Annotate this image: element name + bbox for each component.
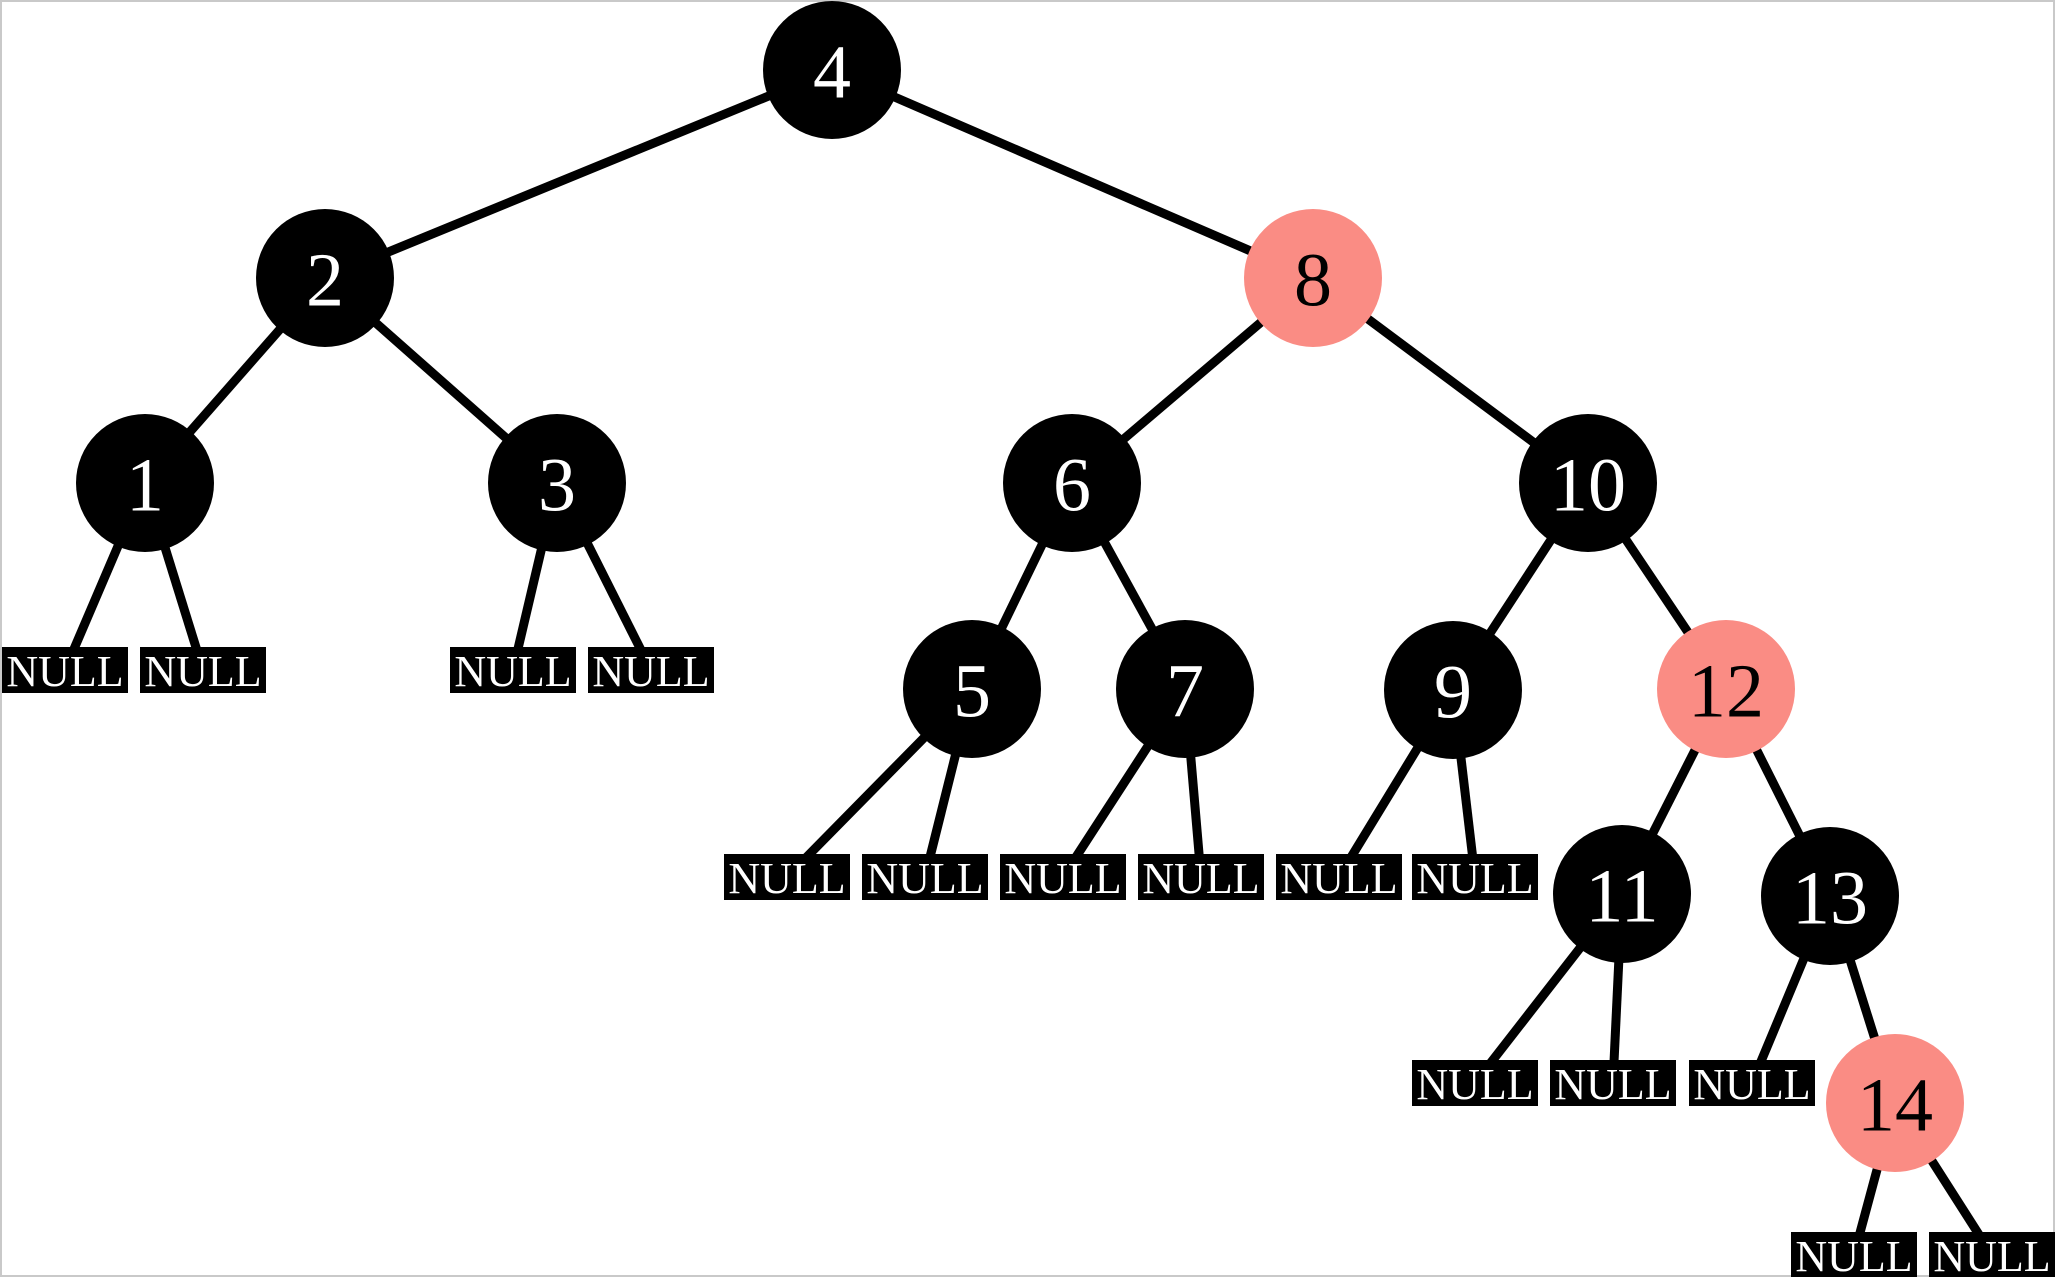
null-13-left-label: NULL — [1693, 1060, 1810, 1109]
null-leaf-null-5-right: NULL — [862, 854, 988, 903]
tree-node-9: 9 — [1384, 621, 1522, 759]
tree-node-3: 3 — [488, 414, 626, 552]
null-leaf-null-14-left: NULL — [1791, 1232, 1917, 1277]
tree-node-11: 11 — [1553, 825, 1691, 963]
null-leaf-null-3-left: NULL — [450, 647, 576, 696]
node-5-circle-black — [903, 620, 1041, 758]
null-leaf-null-1-left: NULL — [2, 647, 128, 696]
node-6-circle-black — [1003, 414, 1141, 552]
tree-node-12: 12 — [1657, 620, 1795, 758]
null-leaf-null-14-right: NULL — [1929, 1232, 2055, 1277]
null-leaf-null-1-right: NULL — [140, 647, 266, 696]
null-leaf-null-11-right: NULL — [1550, 1060, 1676, 1109]
edge-4-to-8 — [830, 65, 1315, 283]
null-leaf-null-9-left: NULL — [1276, 854, 1402, 903]
tree-node-14: 14 — [1826, 1034, 1964, 1172]
null-1-right-label: NULL — [144, 647, 261, 696]
node-10-label: 10 — [1550, 443, 1626, 527]
null-9-right-box — [1412, 854, 1538, 900]
null-3-left-label: NULL — [454, 647, 571, 696]
null-14-right-label: NULL — [1933, 1232, 2050, 1277]
node-12-label: 12 — [1688, 649, 1764, 733]
null-1-right-box — [140, 647, 266, 693]
node-7-circle-black — [1116, 620, 1254, 758]
null-5-right-label: NULL — [866, 854, 983, 903]
node-3-label: 3 — [538, 443, 576, 527]
null-3-left-box — [450, 647, 576, 693]
null-1-left-box — [2, 647, 128, 693]
node-8-circle-red — [1244, 209, 1382, 347]
node-7-label: 7 — [1166, 649, 1204, 733]
null-leaf-null-13-left: NULL — [1689, 1060, 1815, 1109]
node-11-label: 11 — [1585, 854, 1658, 938]
edge-4-to-2 — [323, 65, 834, 283]
null-14-right-box — [1929, 1232, 2055, 1277]
null-14-left-box — [1791, 1232, 1917, 1277]
tree-node-13: 13 — [1761, 827, 1899, 965]
node-1-label: 1 — [126, 443, 164, 527]
node-13-label: 13 — [1792, 856, 1868, 940]
node-9-circle-black — [1384, 621, 1522, 759]
node-10-circle-black — [1519, 414, 1657, 552]
null-11-right-box — [1550, 1060, 1676, 1106]
node-2-label: 2 — [306, 238, 344, 322]
node-11-circle-black — [1553, 825, 1691, 963]
null-3-right-label: NULL — [592, 647, 709, 696]
null-leaf-null-7-left: NULL — [1000, 854, 1126, 903]
tree-node-4: 4 — [763, 1, 901, 139]
null-11-left-label: NULL — [1416, 1060, 1533, 1109]
node-1-circle-black — [76, 414, 214, 552]
null-leaf-null-5-left: NULL — [724, 854, 850, 903]
node-2-circle-black — [256, 209, 394, 347]
node-3-circle-black — [488, 414, 626, 552]
tree-node-5: 5 — [903, 620, 1041, 758]
null-9-right-label: NULL — [1416, 854, 1533, 903]
tree-node-7: 7 — [1116, 620, 1254, 758]
null-leaf-null-3-right: NULL — [588, 647, 714, 696]
null-7-left-box — [1000, 854, 1126, 900]
tree-node-8: 8 — [1244, 209, 1382, 347]
node-8-label: 8 — [1294, 238, 1332, 322]
null-leaf-null-11-left: NULL — [1412, 1060, 1538, 1109]
null-9-left-label: NULL — [1280, 854, 1397, 903]
node-4-circle-black — [763, 1, 901, 139]
null-1-left-label: NULL — [6, 647, 123, 696]
null-11-left-box — [1412, 1060, 1538, 1106]
node-14-circle-red — [1826, 1034, 1964, 1172]
null-7-right-box — [1138, 854, 1264, 900]
null-13-left-box — [1689, 1060, 1815, 1106]
null-11-right-label: NULL — [1554, 1060, 1671, 1109]
null-5-left-box — [724, 854, 850, 900]
null-3-right-box — [588, 647, 714, 693]
node-13-circle-black — [1761, 827, 1899, 965]
node-9-label: 9 — [1434, 650, 1472, 734]
node-14-label: 14 — [1857, 1063, 1933, 1147]
tree-node-10: 10 — [1519, 414, 1657, 552]
null-7-left-label: NULL — [1004, 854, 1121, 903]
null-leaf-null-9-right: NULL — [1412, 854, 1538, 903]
node-5-label: 5 — [953, 649, 991, 733]
null-5-right-box — [862, 854, 988, 900]
null-leaf-null-7-right: NULL — [1138, 854, 1264, 903]
tree-node-6: 6 — [1003, 414, 1141, 552]
node-4-label: 4 — [813, 30, 851, 114]
null-9-left-box — [1276, 854, 1402, 900]
tree-node-2: 2 — [256, 209, 394, 347]
tree-node-1: 1 — [76, 414, 214, 552]
null-7-right-label: NULL — [1142, 854, 1259, 903]
null-5-left-label: NULL — [728, 854, 845, 903]
node-6-label: 6 — [1053, 443, 1091, 527]
node-12-circle-red — [1657, 620, 1795, 758]
null-14-left-label: NULL — [1795, 1232, 1912, 1277]
